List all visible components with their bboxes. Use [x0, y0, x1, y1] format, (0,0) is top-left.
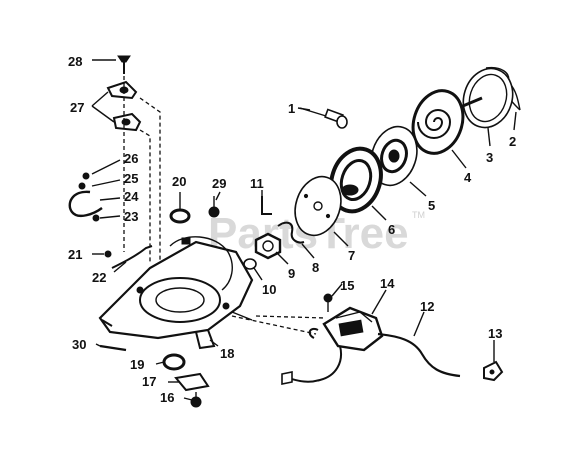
callout-10: 10 [262, 282, 276, 297]
callout-2: 2 [509, 134, 516, 149]
part-15-screw [323, 293, 333, 312]
part-13-clip [483, 360, 504, 382]
callout-26: 26 [124, 151, 138, 166]
callout-11: 11 [250, 176, 264, 191]
callout-27: 27 [70, 100, 84, 115]
callout-4: 4 [464, 170, 472, 185]
ground-wire-terminal [281, 371, 293, 385]
callout-25: 25 [124, 171, 138, 186]
part-25-nut [78, 182, 86, 190]
part-3-cover-plate [457, 67, 514, 129]
part-27-clamp-lower [112, 112, 142, 132]
part-1-screw [299, 107, 348, 129]
callout-19: 19 [130, 357, 144, 372]
callout-22: 22 [92, 270, 106, 285]
part-21-screw [104, 250, 112, 258]
callout-labels: 28 27 1 2 3 4 5 6 7 8 9 10 11 12 13 14 1… [68, 54, 516, 405]
callout-5: 5 [428, 198, 435, 213]
part-8-spring [277, 221, 305, 244]
callout-3: 3 [486, 150, 493, 165]
part-12-lead-wire [377, 332, 461, 378]
assembly-dashed-lines [123, 76, 161, 262]
callout-29: 29 [212, 176, 226, 191]
watermark-tm: TM [412, 210, 425, 220]
callout-24: 24 [124, 189, 139, 204]
part-19-grommet [162, 353, 186, 371]
part-27-clamp-upper [106, 80, 138, 100]
part-14-ignition-module [308, 306, 384, 352]
callout-7: 7 [348, 248, 355, 263]
callout-16: 16 [160, 390, 174, 405]
part-24-wire-loop [68, 190, 103, 218]
callout-9: 9 [288, 266, 295, 281]
callout-14: 14 [380, 276, 395, 291]
part-30-pin [99, 344, 127, 352]
callout-13: 13 [488, 326, 502, 341]
callout-21: 21 [68, 247, 82, 262]
ground-wire [287, 345, 342, 383]
callout-20: 20 [172, 174, 186, 189]
callout-12: 12 [420, 299, 434, 314]
part-11-pin [261, 196, 272, 215]
callout-1: 1 [288, 101, 295, 116]
part-18-housing [98, 236, 254, 350]
callout-30: 30 [72, 337, 86, 352]
part-28-screw [117, 55, 131, 74]
part-16-screw [190, 392, 202, 408]
callout-18: 18 [220, 346, 234, 361]
callout-8: 8 [312, 260, 319, 275]
part-9-nut [254, 232, 282, 260]
part-17-bracket [174, 372, 210, 392]
part-20-grommet [169, 208, 191, 224]
part-23-screw [92, 214, 100, 222]
part-7-plate [294, 175, 342, 237]
leader-lines [91, 59, 517, 401]
module-dashed-lines [231, 315, 327, 335]
part-6-starter-cup [329, 146, 383, 214]
part-22-wire [111, 245, 153, 269]
part-29-screw [208, 196, 220, 218]
part-4-recoil-spring [411, 89, 465, 155]
callout-6: 6 [388, 222, 395, 237]
callout-15: 15 [340, 278, 354, 293]
callout-17: 17 [142, 374, 156, 389]
part-26-screw [82, 172, 90, 180]
callout-23: 23 [124, 209, 138, 224]
callout-28: 28 [68, 54, 82, 69]
